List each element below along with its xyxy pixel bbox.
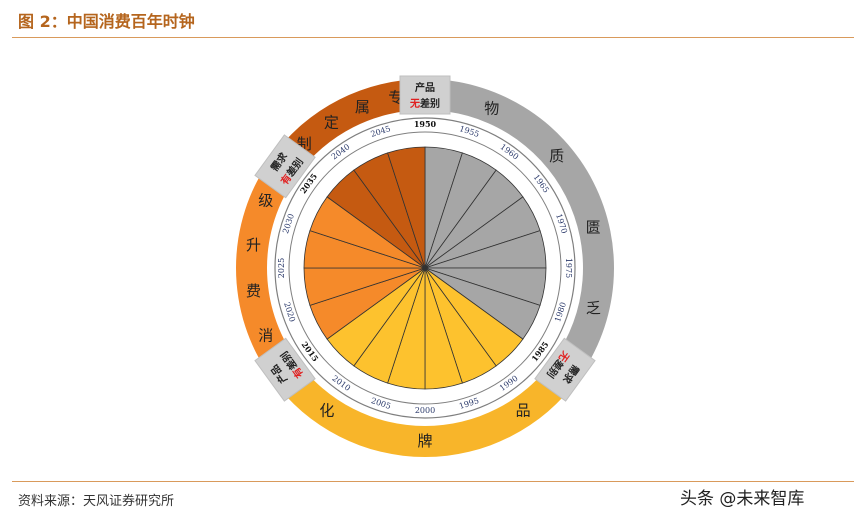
watermark: 头条 @未来智库	[680, 489, 805, 509]
phase-ring-arc-2	[236, 156, 298, 380]
phase-ring-char: 乏	[586, 299, 601, 317]
tag-box	[254, 134, 316, 199]
source-note: 资料来源：天风证券研究所	[18, 494, 175, 509]
tag-box	[399, 75, 451, 115]
phase-ring-char: 化	[319, 401, 334, 419]
phase-ring-char: 级	[258, 191, 273, 209]
phase-ring-char: 牌	[417, 432, 432, 450]
phase-ring-arc-3	[272, 79, 425, 176]
phase-ring-char: 属	[355, 98, 370, 116]
transition-tags: 产品无差别需求无差别 产品有差别 需求有差别	[254, 75, 596, 402]
pie-slice-2045	[387, 146, 426, 269]
figure-title: 图 2：中国消费百年时钟	[18, 12, 195, 31]
tag-box	[534, 337, 596, 402]
tag-line: 无差别	[409, 97, 440, 110]
phase-ring-arc-0	[425, 79, 614, 380]
year-label-1975: 1975	[564, 258, 573, 278]
year-pie-slices	[303, 146, 547, 390]
top-rule	[12, 37, 854, 38]
phase-ring-char: 匮	[586, 218, 601, 236]
phase-ring-char: 物	[484, 99, 499, 117]
bottom-rule	[12, 481, 854, 482]
phase-ring-char: 定	[324, 114, 339, 132]
phase-ring-char: 费	[246, 282, 261, 300]
phase-ring-char: 升	[246, 236, 261, 254]
year-label-2025: 2025	[277, 258, 286, 278]
tag-product-has-difference: 产品有差别	[254, 337, 316, 402]
tag-line: 产品	[415, 81, 435, 94]
phase-ring-arc-1	[272, 360, 578, 457]
phase-ring-char: 品	[516, 401, 531, 419]
tag-box	[254, 337, 316, 402]
year-label-2000: 2000	[415, 406, 435, 415]
phase-ring-char: 质	[549, 147, 564, 165]
outer-phase-ring	[236, 79, 614, 457]
year-label-1950: 1950	[414, 119, 437, 129]
phase-ring-char: 消	[258, 327, 273, 345]
